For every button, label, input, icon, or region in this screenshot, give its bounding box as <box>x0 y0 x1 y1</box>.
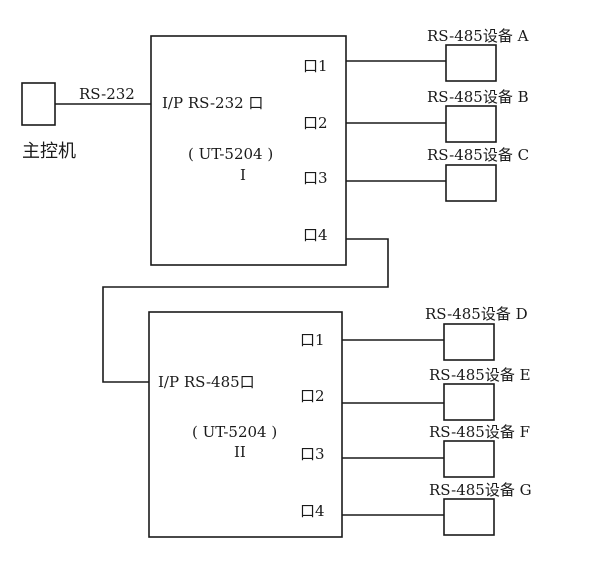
device-a-box <box>445 44 497 82</box>
converter-1-numeral: I <box>240 166 246 184</box>
converter-2-input-label: I/P RS-485口 <box>158 373 255 391</box>
device-a-label: RS-485设备 A <box>427 27 529 45</box>
device-b-label: RS-485设备 B <box>427 88 529 106</box>
device-g-box <box>443 498 495 536</box>
device-f-box <box>443 440 495 478</box>
converter-2-port-4: 口4 <box>300 502 325 520</box>
device-c-box <box>445 164 497 202</box>
converter-1-port-4: 口4 <box>303 226 328 244</box>
device-d-label: RS-485设备 D <box>425 305 528 323</box>
device-c-label: RS-485设备 C <box>427 146 529 164</box>
converter-2-box <box>148 311 343 538</box>
converter-1-box <box>150 35 347 266</box>
converter-2-port-3: 口3 <box>300 445 325 463</box>
cascade-link <box>102 238 389 383</box>
device-f-label: RS-485设备 F <box>429 423 530 441</box>
converter-1-port-2: 口2 <box>303 114 328 132</box>
device-d-box <box>443 323 495 361</box>
device-b-box <box>445 105 497 143</box>
converter-1-port-3: 口3 <box>303 169 328 187</box>
device-g-label: RS-485设备 G <box>429 481 532 499</box>
converter-2-model: ( UT-5204 ) <box>192 423 277 441</box>
converter-2-port-1: 口1 <box>300 331 325 349</box>
converter-2-numeral: II <box>234 443 246 461</box>
rs232-link-label: RS-232 <box>79 85 135 103</box>
device-e-label: RS-485设备 E <box>429 366 531 384</box>
converter-1-port-1: 口1 <box>303 57 328 75</box>
converter-1-model: ( UT-5204 ) <box>188 145 273 163</box>
host-computer-box <box>21 82 56 126</box>
converter-1-input-label: I/P RS-232 口 <box>162 94 263 112</box>
converter-2-port-2: 口2 <box>300 387 325 405</box>
host-label: 主控机 <box>22 141 76 162</box>
device-e-box <box>443 383 495 421</box>
